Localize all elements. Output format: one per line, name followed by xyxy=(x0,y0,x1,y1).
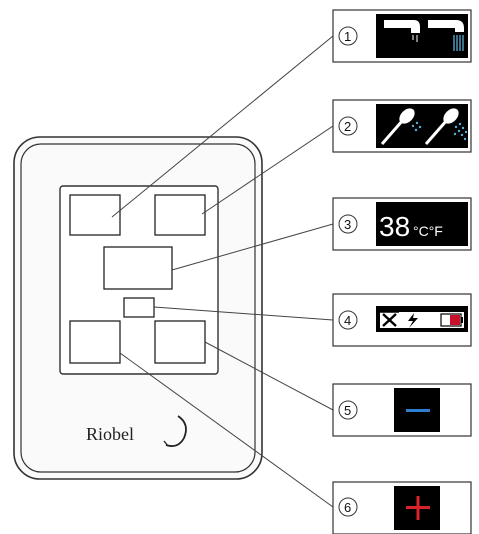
key-6[interactable] xyxy=(69,320,121,364)
minus-icon xyxy=(394,388,440,432)
callout-boxes xyxy=(332,9,472,534)
callout-number-4: 4 xyxy=(344,313,351,328)
temperature-units: °C°F xyxy=(413,223,443,239)
callout-number-1: 1 xyxy=(344,29,351,44)
handshower-spray-icon xyxy=(376,104,468,148)
key-3-display xyxy=(103,246,173,290)
callout-number-5: 5 xyxy=(344,403,351,418)
faucet-and-shower-outlet-icon xyxy=(376,14,468,58)
callout-number-3: 3 xyxy=(344,217,351,232)
number-circles xyxy=(338,26,358,517)
key-2[interactable] xyxy=(154,194,206,236)
key-4-indicator xyxy=(123,297,155,318)
plus-icon xyxy=(394,486,440,530)
callout-number-2: 2 xyxy=(344,119,351,134)
temperature-value: 38 xyxy=(379,211,410,242)
brand-logo: Riobel xyxy=(86,415,187,447)
key-5[interactable] xyxy=(154,320,206,364)
callout-number-6: 6 xyxy=(344,500,351,515)
key-1[interactable] xyxy=(69,194,121,236)
status-indicators-icon xyxy=(376,306,468,332)
temperature-display-icon: 38 °C°F xyxy=(376,202,468,246)
brand-name: Riobel xyxy=(86,424,134,444)
